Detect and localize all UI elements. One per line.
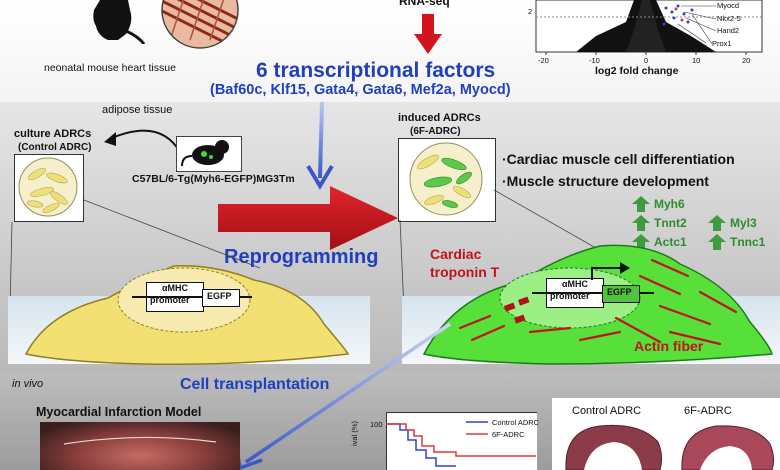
- histology-label: Control ADRC: [572, 405, 642, 417]
- survival-plot-frame: [386, 412, 537, 470]
- surgery-suture: [63, 436, 217, 445]
- factor-list: (Baf60c, Klf15, Gata4, Gata6, Mef2a, Myo…: [210, 82, 511, 98]
- egfp-label: EGFP: [607, 287, 632, 297]
- transcription-arrow-icon: [591, 262, 630, 280]
- diagram-title: 6 transcriptional factors: [256, 59, 496, 82]
- gene-label: Tnnc1: [730, 235, 766, 249]
- egfp-box: [202, 289, 240, 307]
- survival-curves: [386, 423, 536, 467]
- induced-label: induced ADRCs: [398, 112, 481, 124]
- volcano-plot: [535, 0, 763, 55]
- tissue-label: neonatal mouse heart tissue: [44, 62, 176, 74]
- promoter-label: αMHC: [162, 283, 189, 293]
- volcano-xlabel: log2 fold change: [595, 65, 679, 77]
- transgenic-mouse-box: [176, 136, 242, 172]
- volcano-gene-label: Prox1: [712, 39, 732, 48]
- heart-tissue-image: [161, 0, 239, 49]
- volcano-x-tick: 10: [692, 56, 701, 65]
- histology-label: 6F-ADRC: [684, 405, 732, 417]
- mi-model-label: Myocardial Infarction Model: [36, 405, 202, 419]
- gene-label: Tnnt2: [654, 216, 687, 230]
- bullet-item: ·Muscle structure development: [502, 173, 709, 189]
- adipose-label: adipose tissue: [102, 104, 173, 116]
- troponin-label: troponin T: [430, 264, 500, 280]
- culture-label-sub: (Control ADRC): [18, 142, 92, 153]
- control-cells-image: [18, 157, 78, 217]
- volcano-x-tick: 20: [742, 56, 751, 65]
- volcano-x-tick: 0: [644, 56, 649, 65]
- histology-section-right: [681, 425, 775, 470]
- mouse-silhouette-icon: [93, 0, 146, 44]
- dna-line: [132, 296, 252, 298]
- surgery-photo: [40, 422, 240, 470]
- in-vivo-label: in vivo: [12, 378, 44, 390]
- volcano-y-tick: 2: [528, 7, 533, 16]
- culture-label: culture ADRCs: [14, 128, 92, 140]
- induced-cells-image: [409, 142, 483, 216]
- promoter-label: αMHC: [562, 279, 589, 289]
- curved-arrow-icon: [104, 129, 181, 153]
- connector-lines: [9, 189, 611, 310]
- volcano-gene-label: Nkx2-5: [717, 14, 741, 23]
- actin-label: Actin fiber: [634, 338, 704, 354]
- green-mouse-icon: [181, 140, 229, 167]
- histology-section-left: [565, 424, 663, 470]
- mouse-strain-label: C57BL/6-Tg(Myh6-EGFP)MG3Tm: [132, 173, 295, 185]
- egfp-box: [602, 285, 640, 303]
- induced-label-sub: (6F-ADRC): [410, 126, 461, 137]
- promoter-label: promoter: [150, 295, 190, 305]
- bullet-item: ·Cardiac muscle cell differentiation: [502, 151, 735, 167]
- troponin-label: Cardiac: [430, 246, 482, 262]
- dna-line: [532, 292, 654, 294]
- legend-label: 6F-ADRC: [492, 430, 525, 439]
- up-arrow-icon: [708, 215, 726, 231]
- volcano-gene-label: Baf60c: [674, 39, 698, 48]
- up-arrow-icon: [708, 234, 726, 250]
- legend-label: Control ADRC: [492, 418, 540, 427]
- gene-label: Myh6: [654, 197, 685, 211]
- legend-swatches: [466, 421, 488, 435]
- egfp-label: EGFP: [207, 291, 232, 301]
- promoter-label: promoter: [550, 291, 590, 301]
- up-arrow-icon: [632, 196, 650, 212]
- km-y-label: ival (%): [350, 420, 359, 446]
- transplant-label: Cell transplantation: [180, 376, 330, 393]
- rnaseq-label: RNA-seq: [399, 0, 450, 8]
- gene-label: Myl3: [730, 216, 757, 230]
- volcano-x-tick: -10: [589, 56, 600, 65]
- volcano-gene-label: Hand2: [717, 26, 740, 35]
- volcano-gene-label: Myocd: [717, 1, 740, 10]
- up-arrow-icon: [632, 215, 650, 231]
- up-arrow-icon: [632, 234, 650, 250]
- reprogramming-label: Reprogramming: [224, 246, 379, 268]
- gene-label: Actc1: [654, 235, 687, 249]
- down-arrow-icon: [414, 14, 442, 54]
- flow-arrow: [306, 101, 334, 190]
- reprogramming-arrow-icon: [218, 186, 398, 250]
- km-y-tick: 100: [370, 420, 383, 429]
- volcano-x-tick: -20: [538, 56, 549, 65]
